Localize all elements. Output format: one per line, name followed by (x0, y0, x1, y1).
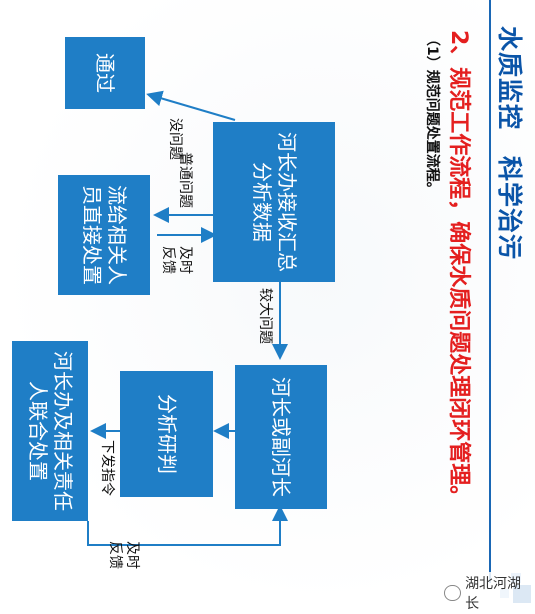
watermark-text: 湖北河湖长 (465, 576, 522, 612)
wechat-icon (444, 585, 462, 601)
label-normal: 普通问题 (177, 152, 193, 208)
label-bigger: 较大问题 (257, 288, 273, 344)
label-order: 下发指令 (99, 440, 115, 496)
node-handle: 流给相关人员直接处置 (58, 175, 150, 295)
node-deputy: 河长或副河长 (235, 365, 327, 509)
label-feedback-top: 及时反馈 (160, 246, 193, 274)
node-done: 通过 (65, 37, 145, 109)
node-study: 分析研判 (120, 371, 213, 497)
watermark: 湖北河湖长 (440, 572, 535, 614)
arrow-feedback-bottom (87, 505, 288, 546)
node-joint: 河长办及相关责任人联合处置 (12, 341, 88, 521)
arrow-no-problem (146, 90, 236, 121)
node-center: 河长办接收汇总分析数据 (213, 122, 335, 282)
label-feedback-bottom: 及时反馈 (107, 541, 140, 569)
